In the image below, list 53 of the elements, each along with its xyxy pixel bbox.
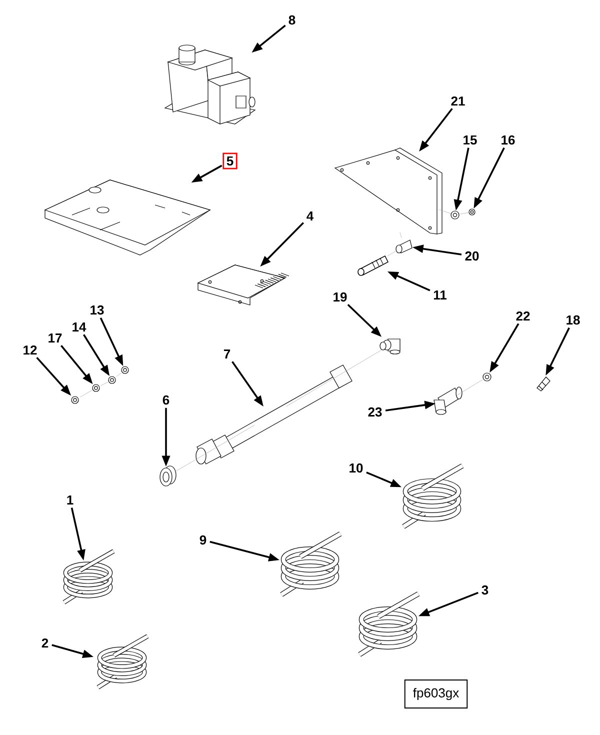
o-ring-drawing xyxy=(482,372,492,382)
callout-number: 18 xyxy=(566,315,580,325)
callout-number: 19 xyxy=(334,292,347,302)
callout-number: 5 xyxy=(222,152,238,170)
callout-number: 2 xyxy=(42,638,48,648)
callout-number: 11 xyxy=(434,290,447,300)
callout-number: 16 xyxy=(502,135,515,145)
callout-number: 14 xyxy=(72,322,86,332)
explode-line xyxy=(439,209,451,214)
callout-number: 17 xyxy=(48,334,62,342)
callout-number: 22 xyxy=(516,311,530,321)
explode-line xyxy=(174,424,255,472)
callout-number: 3 xyxy=(482,585,488,595)
washer-drawing xyxy=(92,384,100,392)
callout-number: 7 xyxy=(224,350,230,358)
callout-number: 1 xyxy=(67,496,74,504)
explode-line xyxy=(456,379,483,396)
explode-line xyxy=(387,250,396,256)
nut-drawing xyxy=(121,366,129,374)
callout-number: 10 xyxy=(350,463,363,473)
callout-number: 13 xyxy=(90,305,104,315)
explode-line xyxy=(100,382,108,386)
fitting-drawing xyxy=(536,376,550,392)
fitting-drawing xyxy=(160,466,176,486)
callout-number: 12 xyxy=(24,345,37,355)
callout-number: 15 xyxy=(464,135,477,145)
elbow-fitting-drawing xyxy=(380,338,400,354)
callout-number: 8 xyxy=(288,15,296,25)
washer-drawing xyxy=(450,210,460,220)
hose-coil-drawing xyxy=(96,634,149,690)
drawing-number-box: fp603gx xyxy=(404,679,468,709)
nut-drawing xyxy=(468,208,476,216)
elbow-fitting-drawing xyxy=(434,386,462,415)
explode-line xyxy=(460,212,469,214)
screw-drawing xyxy=(71,396,79,404)
callout-number: 9 xyxy=(200,535,206,545)
callout-number: 4 xyxy=(306,212,314,220)
hose-coil-drawing xyxy=(280,532,342,597)
callout-number: 20 xyxy=(465,251,479,261)
explode-line xyxy=(116,372,122,377)
explode-line xyxy=(400,232,402,238)
callout-number: 21 xyxy=(451,96,465,106)
washer-drawing xyxy=(108,376,116,384)
explode-line xyxy=(286,350,382,407)
hose-drawing xyxy=(196,364,352,464)
callout-number: 23 xyxy=(368,407,382,417)
screw-drawing xyxy=(358,255,389,276)
hose-coil-drawing xyxy=(358,592,420,657)
hose-coil-drawing xyxy=(62,549,115,604)
callout-number: 6 xyxy=(162,395,170,405)
hose-coil-drawing xyxy=(402,464,464,529)
spacer-drawing xyxy=(396,240,412,254)
explode-line xyxy=(80,390,92,398)
